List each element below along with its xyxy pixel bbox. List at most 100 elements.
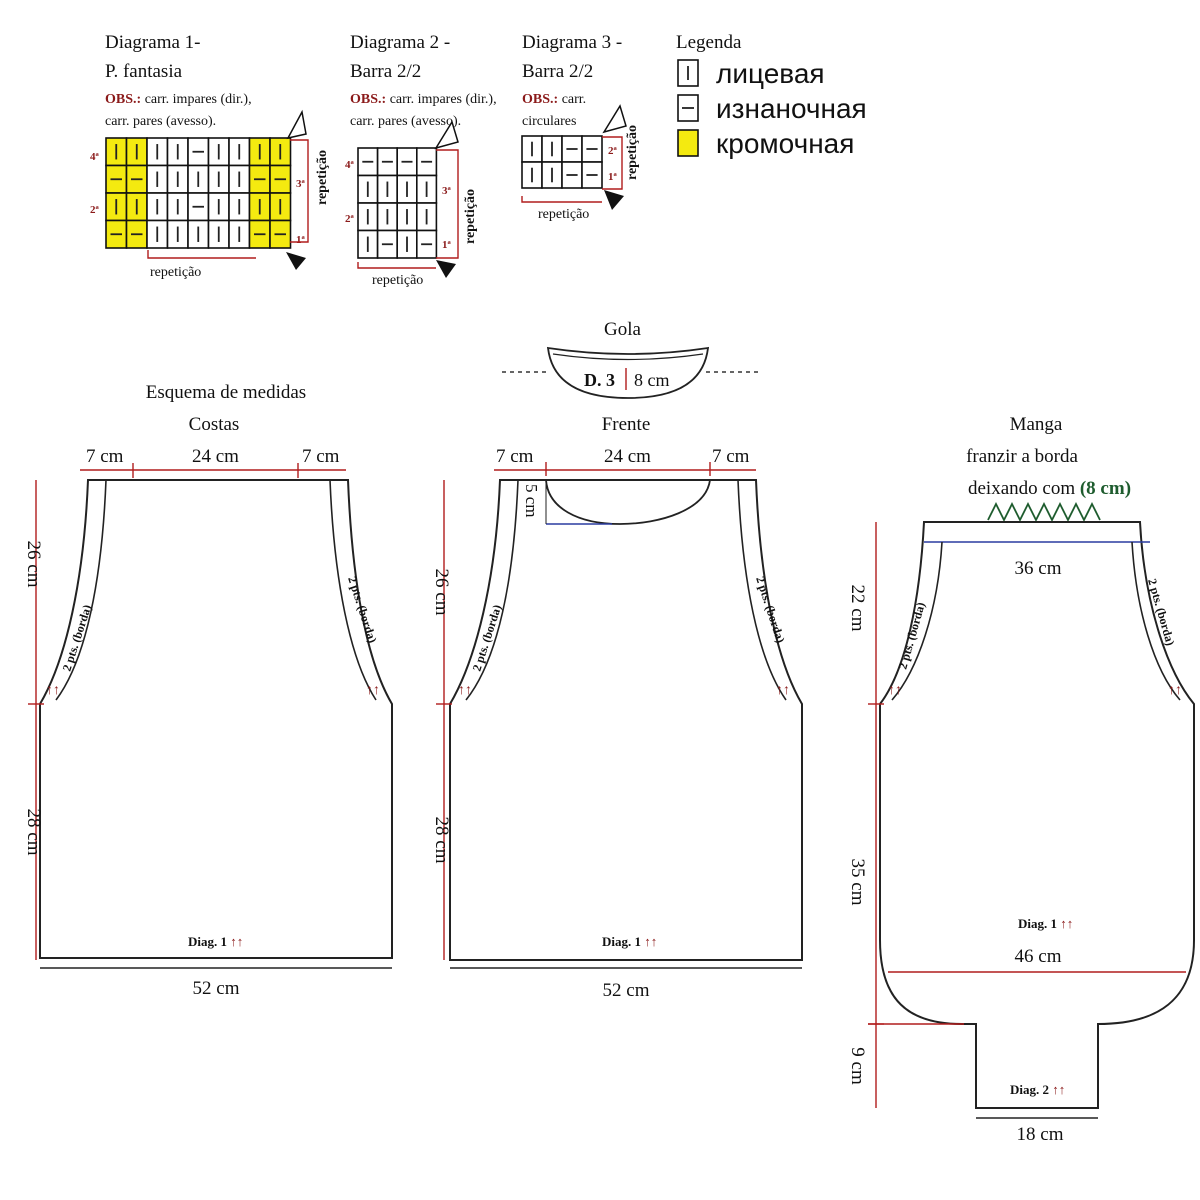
frente-left-knit-arrows-icon: ↑↑	[458, 683, 472, 698]
diagram-1-row-label-4: 4ª	[90, 151, 100, 163]
gola-height: 8 cm	[634, 370, 670, 390]
frente-neck-depth: 5 cm	[522, 484, 541, 518]
costas-armhole-height: 26 cm	[23, 541, 44, 588]
diagram-2-row-label-3: 3ª	[442, 185, 452, 197]
diagram-3-bottom-label: repetição	[538, 207, 589, 222]
costas-right-edge-band	[329, 479, 377, 701]
costas-left-edge-band	[55, 479, 107, 701]
gola-collar: Gola D. 3 8 cm	[502, 319, 762, 399]
diagram-3-end-arrow-icon	[604, 190, 624, 210]
costas-neck-width: 24 cm	[192, 446, 239, 467]
diagram-1-start-arrow-icon	[286, 109, 307, 140]
manga-note-line2: deixando com (8 cm)	[968, 478, 1131, 499]
frente-heading: Frente	[602, 414, 651, 435]
diagram-1-row-label-3: 3ª	[296, 178, 306, 190]
diagram-2-obs: OBS.: carr. impares (dir.),	[350, 92, 497, 107]
frente-armhole-height: 26 cm	[431, 569, 452, 616]
manga-cap-height: 22 cm	[847, 585, 868, 632]
manga-outline	[879, 521, 1195, 1109]
manga-right-knit-arrows-icon: ↑↑	[1168, 683, 1182, 698]
frente-front-piece: Frente 7 cm 24 cm 7 cm 5 cm 2 pts. (bord…	[431, 414, 803, 1001]
diagram-3-side-bracket	[602, 136, 623, 190]
diagram-3-row-label-1: 1ª	[608, 171, 618, 183]
manga-left-edge-band	[891, 541, 943, 701]
diagram-1-row-label-2: 2ª	[90, 204, 100, 216]
diagram-3-obs: OBS.: carr.	[522, 92, 586, 107]
diagram-1-bottom-bracket	[147, 250, 256, 259]
diagram-1: Diagrama 1- P. fantasia OBS.: carr. impa…	[90, 32, 330, 280]
diagram-3-title: Diagrama 3 -	[522, 32, 622, 53]
manga-lower-width: 46 cm	[1015, 946, 1062, 967]
diagram-2-chart-grid	[357, 147, 438, 259]
diagram-1-side-bracket	[290, 139, 309, 243]
diagram-1-obs: OBS.: carr. impares (dir.),	[105, 92, 252, 107]
diagram-2-row-label-4: 4ª	[345, 159, 355, 171]
costas-subheading: Costas	[189, 414, 240, 435]
costas-heading: Esquema de medidas	[146, 382, 306, 403]
diagram-2-subtitle: Barra 2/2	[350, 61, 421, 82]
manga-sleeve-height: 35 cm	[847, 859, 868, 906]
costas-shoulder-right: 7 cm	[302, 446, 340, 467]
manga-diag1-label: Diag. 1 ↑↑	[1018, 916, 1073, 931]
diagram-2: Diagrama 2 - Barra 2/2 OBS.: carr. impar…	[345, 32, 497, 288]
costas-body-height: 28 cm	[23, 809, 44, 856]
diagram-3: Diagrama 3 - Barra 2/2 OBS.: carr. circu…	[521, 32, 640, 222]
manga-top-width: 36 cm	[1015, 558, 1062, 579]
diagram-1-side-label: repetição	[315, 150, 330, 205]
frente-left-edge-band	[465, 479, 519, 701]
legend-item-knit-label: лицевая	[716, 58, 825, 89]
diagram-1-end-arrow-icon	[286, 252, 306, 270]
manga-cuff-height: 9 cm	[847, 1047, 868, 1085]
diagram-2-start-arrow-icon	[434, 120, 459, 150]
legend-item-edge-label: кромочная	[716, 128, 854, 159]
diagram-3-bottom-bracket	[521, 196, 602, 203]
frente-right-knit-arrows-icon: ↑↑	[776, 683, 790, 698]
diagram-2-bottom-bracket	[357, 262, 436, 269]
diagram-2-side-bracket	[436, 149, 459, 259]
diagram-2-row-label-2: 2ª	[345, 213, 355, 225]
diagram-3-start-arrow-icon	[602, 104, 627, 134]
diagram-1-subtitle: P. fantasia	[105, 61, 183, 82]
diagram-1-chart-grid	[105, 137, 292, 249]
frente-neck-width: 24 cm	[604, 446, 651, 467]
manga-diag2-arrows-icon: ↑↑	[1049, 1082, 1065, 1097]
diagram-2-end-arrow-icon	[436, 260, 456, 278]
manga-heading: Manga	[1010, 414, 1063, 435]
frente-neckline	[545, 479, 711, 525]
diagram-2-title: Diagrama 2 -	[350, 32, 450, 53]
diagram-1-title: Diagrama 1-	[105, 32, 200, 53]
manga-cuff-width: 18 cm	[1017, 1124, 1064, 1145]
costas-width: 52 cm	[193, 978, 240, 999]
diagram-3-subtitle: Barra 2/2	[522, 61, 593, 82]
frente-shoulder-left: 7 cm	[496, 446, 534, 467]
costas-diag-label: Diag. 1 ↑↑	[188, 934, 243, 949]
frente-diag-arrows-icon: ↑↑	[641, 934, 657, 949]
diagram-2-side-label: repetição	[463, 189, 478, 244]
manga-left-knit-arrows-icon: ↑↑	[888, 683, 902, 698]
legend: Legenda лицевая изнаночная кромочная	[676, 32, 867, 159]
diagram-3-chart-grid	[521, 135, 603, 189]
diagram-3-obs-line2: circulares	[522, 114, 576, 129]
diagram-2-row-label-1: 1ª	[442, 239, 452, 251]
legend-item-purl-label: изнаночная	[716, 93, 867, 124]
manga-gather-zigzag	[987, 501, 1101, 523]
legend-title: Legenda	[676, 32, 742, 53]
costas-left-knit-arrows-icon: ↑↑	[46, 683, 60, 698]
manga-diag1-arrows-icon: ↑↑	[1057, 916, 1073, 931]
gola-inner-line	[552, 353, 704, 361]
gola-code: D. 3	[584, 370, 615, 390]
manga-diag2-label: Diag. 2 ↑↑	[1010, 1082, 1065, 1097]
costas-diag-arrows-icon: ↑↑	[227, 934, 243, 949]
edge-stitch-icon	[677, 129, 699, 157]
diagram-3-row-label-2: 2ª	[608, 145, 618, 157]
costas-back-piece: Esquema de medidas Costas 7 cm 24 cm 7 c…	[23, 382, 393, 999]
costas-outline	[39, 479, 393, 959]
frente-width: 52 cm	[603, 980, 650, 1001]
diagram-1-bottom-label: repetição	[150, 265, 201, 280]
gola-title: Gola	[604, 319, 642, 340]
frente-right-edge-band	[737, 479, 787, 701]
frente-outline	[449, 479, 803, 961]
diagram-2-bottom-label: repetição	[372, 273, 423, 288]
